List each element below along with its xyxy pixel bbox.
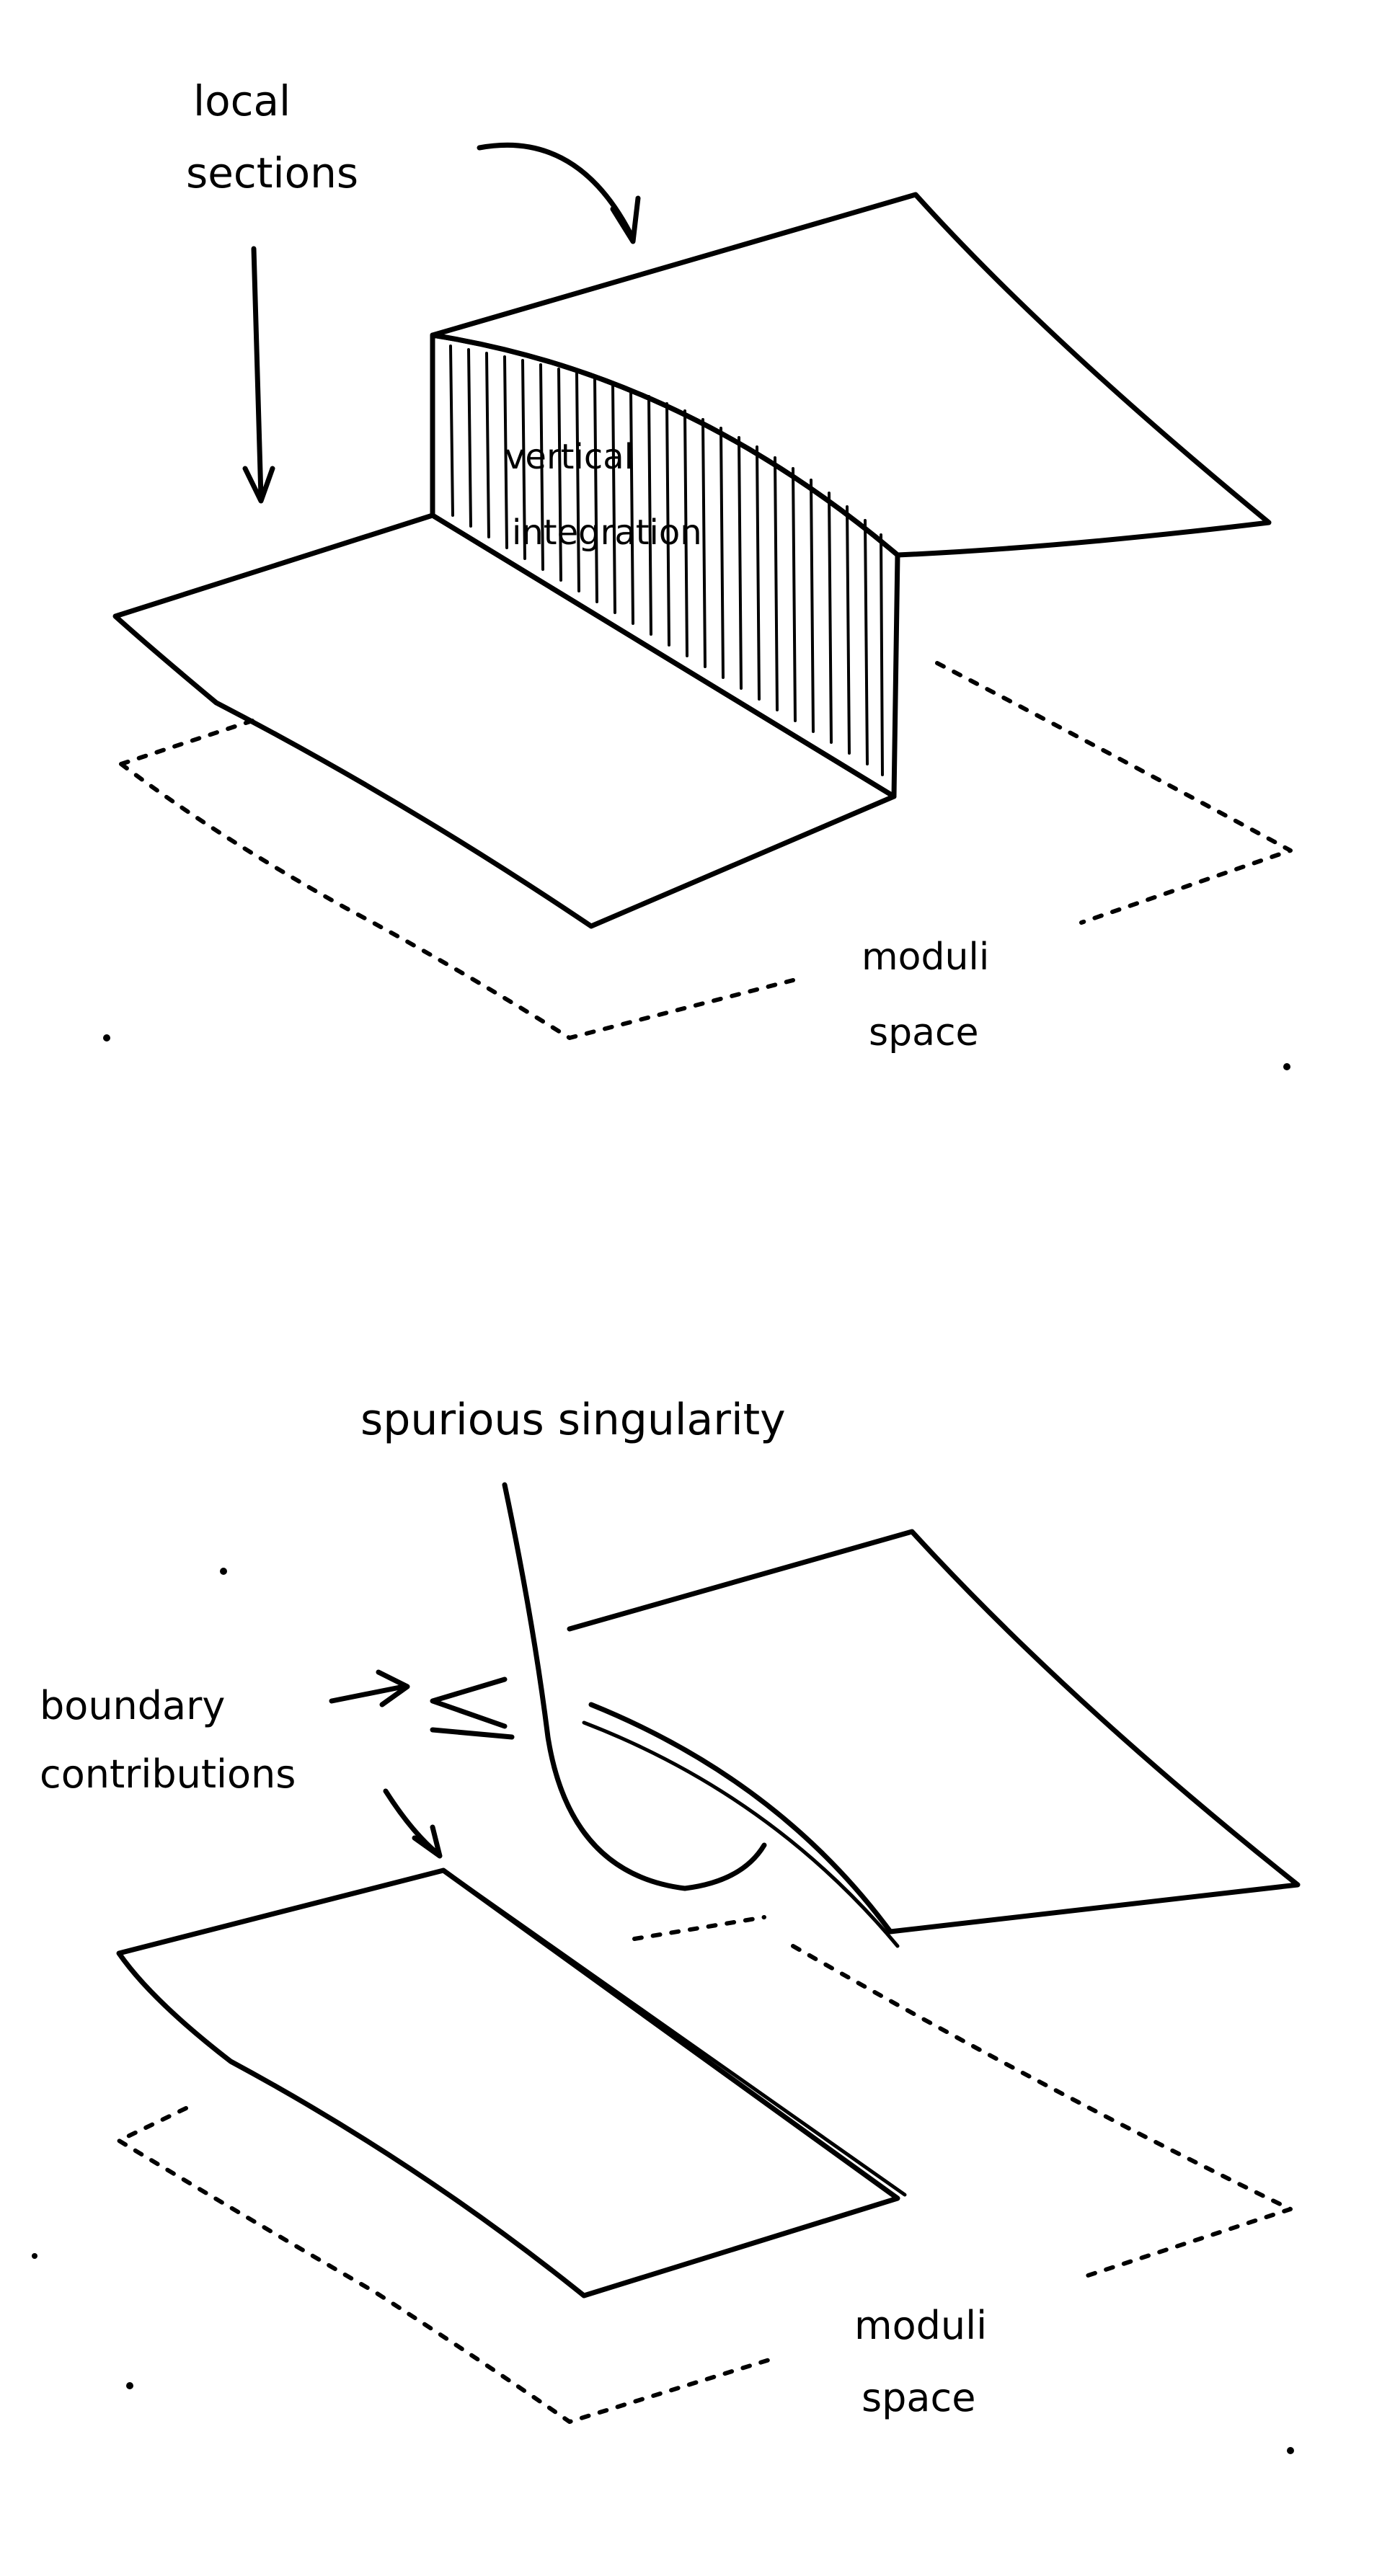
boundary-label-line1: boundary	[40, 1683, 225, 1728]
speck	[220, 1568, 227, 1575]
bottom-figure: spurious singularity boundary contributi…	[32, 1395, 1301, 2454]
bottom-left-boundary-line	[452, 1875, 907, 2197]
bottom-left-section	[116, 1867, 900, 2299]
top-moduli-label-line1: moduli	[862, 936, 989, 979]
local-sections-curved-arrow	[477, 142, 641, 244]
speck	[32, 2253, 37, 2259]
spurious-singularity-label: spurious singularity	[360, 1395, 786, 1445]
bottom-moduli-label-line1: moduli	[854, 2303, 987, 2348]
vertical-integration-label-line1: vertical	[505, 437, 634, 477]
speck	[126, 2382, 133, 2389]
top-moduli-label-line2: space	[869, 1011, 979, 1054]
boundary-arrow-right	[329, 1669, 410, 1707]
local-sections-label-line1: local	[193, 76, 291, 125]
spurious-singularity-curve	[502, 1482, 767, 1891]
top-moduli-space-outline	[119, 661, 1293, 1040]
vertical-integration-hatching	[449, 345, 884, 776]
speck	[103, 1034, 110, 1041]
vertical-integration-wall	[430, 332, 900, 799]
top-figure: local sections vertical integration modu…	[103, 76, 1293, 1070]
speck	[1287, 2447, 1294, 2454]
bottom-moduli-label-line2: space	[862, 2375, 975, 2420]
contributions-arrow	[383, 1788, 443, 1859]
vertical-integration-label-line2: integration	[512, 512, 702, 553]
bottom-right-boundary-line	[582, 1720, 900, 1948]
bottom-right-section	[567, 1529, 1301, 1935]
local-sections-down-arrow	[242, 246, 275, 504]
bottom-moduli-space-outline	[117, 1915, 1293, 2424]
boundary-arrow-chevron	[430, 1676, 515, 1740]
boundary-label-line2: contributions	[40, 1751, 296, 1797]
speck	[1283, 1063, 1290, 1070]
left-local-section	[112, 512, 897, 929]
local-sections-label-line2: sections	[186, 148, 358, 197]
